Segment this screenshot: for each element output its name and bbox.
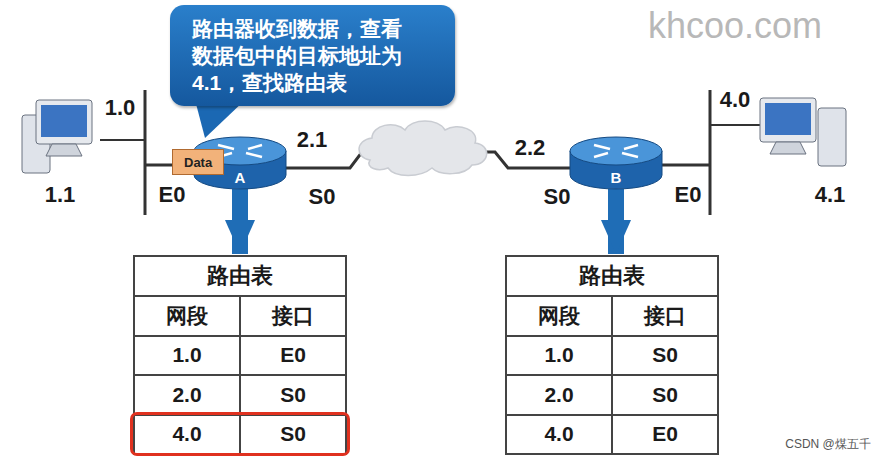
- table-cell: S0: [612, 336, 718, 376]
- table-cell: 4.0: [134, 415, 240, 455]
- packet-box: Data: [172, 149, 224, 175]
- table-cell: S0: [240, 375, 346, 415]
- table-cell: 网段: [134, 296, 240, 336]
- table-cell: 网段: [506, 296, 612, 336]
- table-cell: 接口: [612, 296, 718, 336]
- lookup-arrow: [608, 189, 624, 254]
- lan-segment: [144, 90, 147, 215]
- table-cell: 1.0: [506, 336, 612, 376]
- table-cell: S0: [612, 375, 718, 415]
- interface-address: 4.0: [720, 87, 751, 113]
- pc-icon: [760, 98, 846, 166]
- interface-address: E0: [159, 182, 186, 208]
- router-box: B: [568, 135, 664, 191]
- table-cell: 4.0: [506, 415, 612, 455]
- pc-icon: [22, 100, 92, 173]
- table-cell: 2.0: [506, 375, 612, 415]
- table-cell: 2.0: [134, 375, 240, 415]
- interface-address: 2.2: [515, 135, 546, 161]
- table-cell: S0: [240, 415, 346, 455]
- interface-address: 2.1: [297, 127, 328, 153]
- router-name: B: [568, 169, 664, 186]
- table-box: 路由表网段接口1.0E02.0S04.0S0: [133, 255, 347, 455]
- interface-address: S0: [309, 184, 336, 210]
- pc-wire: [100, 139, 145, 141]
- lan-wire: [660, 164, 710, 167]
- table-grid: 网段接口1.0E02.0S04.0S0: [134, 296, 346, 454]
- table-cell: E0: [240, 336, 346, 376]
- table-heading: 路由表: [506, 256, 718, 296]
- table-cell: 1.0: [134, 336, 240, 376]
- interface-address: 4.1: [815, 182, 846, 208]
- table-heading: 路由表: [134, 256, 346, 296]
- interface-address: 1.1: [45, 182, 76, 208]
- lookup-arrow: [232, 189, 248, 254]
- watermark: khcoo.com: [648, 5, 822, 47]
- callout-box: 路由器收到数据，查看数据包中的目标地址为4.1，查找路由表: [170, 5, 455, 106]
- interface-address: S0: [544, 184, 571, 210]
- wan-cloud: [359, 121, 487, 176]
- table-cell: E0: [612, 415, 718, 455]
- table-grid: 网段接口1.0S02.0S04.0E0: [506, 296, 718, 454]
- callout-text: 路由器收到数据，查看数据包中的目标地址为4.1，查找路由表: [192, 15, 410, 96]
- packet-label: Data: [184, 155, 212, 170]
- lan-segment: [709, 90, 712, 215]
- interface-address: 1.0: [105, 95, 136, 121]
- table-box: 路由表网段接口1.0S02.0S04.0E0: [505, 255, 719, 455]
- table-cell: 接口: [240, 296, 346, 336]
- credit-text: CSDN @煤五千: [785, 436, 871, 453]
- interface-address: E0: [675, 182, 702, 208]
- pc-wire: [710, 124, 760, 126]
